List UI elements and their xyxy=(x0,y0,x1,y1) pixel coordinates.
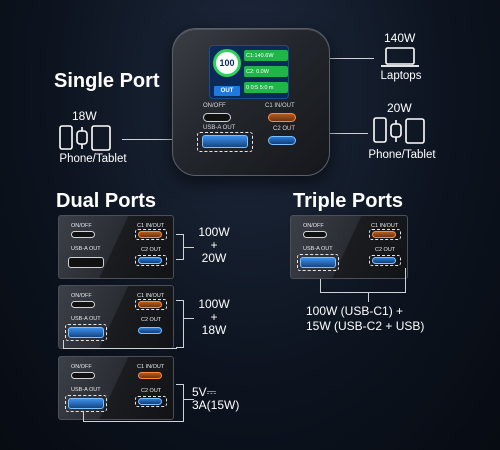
panel-usba-port xyxy=(300,257,336,268)
usba-highlight xyxy=(297,254,339,271)
battery-ring: 100 xyxy=(213,49,241,77)
panel-usba-port xyxy=(68,327,104,338)
c1-highlight xyxy=(135,229,167,240)
on-off-label: ON/OFF xyxy=(203,103,226,109)
single-right-label: Phone/Tablet xyxy=(368,149,436,161)
connector-line xyxy=(184,247,194,249)
stat-c2: C2: 0.0W xyxy=(244,66,288,77)
panel-c1-port xyxy=(138,372,162,379)
dual-row-2-value: 100W + 18W xyxy=(198,297,230,337)
connector-line xyxy=(83,421,177,423)
usba-highlight xyxy=(65,324,107,341)
panel-usba-label: USB-A OUT xyxy=(71,387,101,393)
connector-line xyxy=(320,292,406,294)
panel-on-off-label: ON/OFF xyxy=(303,223,324,229)
panel-c1-label: C1 IN/OUT xyxy=(137,223,165,229)
c2-highlight xyxy=(369,255,401,266)
dual-panel-1: ON/OFF C1 IN/OUT USB-A OUT C2 OUT xyxy=(58,215,174,279)
panel-c2-label: C2 OUT xyxy=(141,247,162,253)
single-top-right-label: Laptops xyxy=(380,70,422,82)
laptop-icon xyxy=(381,47,419,67)
panel-c2-label: C2 OUT xyxy=(375,247,396,253)
stat-time: 0 0:5 5:0 m xyxy=(244,82,288,93)
dual-panel-2: ON/OFF C1 IN/OUT USB-A OUT C2 OUT xyxy=(58,285,174,349)
phone-watch-tablet-icon xyxy=(373,117,425,144)
single-top-right-watts: 140W xyxy=(384,31,416,45)
panel-usba-port xyxy=(68,398,104,409)
connector-line xyxy=(320,279,322,292)
c1-highlight xyxy=(369,229,401,240)
panel-c1-port xyxy=(138,301,162,308)
usba-highlight xyxy=(197,132,253,152)
connector-line xyxy=(83,411,85,421)
connector-line xyxy=(184,318,194,320)
bracket xyxy=(176,234,184,260)
panel-c1-label: C1 IN/OUT xyxy=(371,223,399,229)
panel-c2-port xyxy=(138,327,162,334)
connector-line xyxy=(63,340,65,348)
single-right-watts: 20W xyxy=(387,101,412,115)
panel-on-off-port xyxy=(71,301,95,308)
panel-c2-label: C2 OUT xyxy=(141,317,162,323)
c2-highlight xyxy=(135,396,167,407)
c2-label: C2 OUT xyxy=(273,126,296,132)
panel-on-off-label: ON/OFF xyxy=(71,364,92,370)
stat-c1: C1:140.6W xyxy=(244,50,288,61)
dual-row-1-value: 100W + 20W xyxy=(198,225,230,265)
triple-ports-value: 100W (USB-C1) + 15W (USB-C2 + USB) xyxy=(306,304,425,333)
panel-c2-label: C2 OUT xyxy=(141,388,162,394)
c2-port xyxy=(268,136,296,145)
panel-c2-port xyxy=(372,257,396,264)
panel-usba-label: USB-A OUT xyxy=(71,316,101,322)
on-off-port xyxy=(203,113,231,122)
panel-usba-label: USB-A OUT xyxy=(303,246,333,252)
c1-label: C1 IN/OUT xyxy=(265,103,295,109)
panel-on-off-port xyxy=(71,372,95,379)
panel-c1-label: C1 IN/OUT xyxy=(137,293,165,299)
charger-display: 100 OUT C1:140.6W C2: 0.0W 0 0:5 5:0 m xyxy=(209,45,289,99)
c2-highlight xyxy=(135,255,167,266)
usba-label: USB-A OUT xyxy=(203,125,236,131)
out-tag: OUT xyxy=(214,86,240,96)
single-left-label: Phone/Tablet xyxy=(59,153,127,165)
panel-on-off-label: ON/OFF xyxy=(71,293,92,299)
connector-line xyxy=(63,348,177,350)
charger-device: 100 OUT C1:140.6W C2: 0.0W 0 0:5 5:0 m O… xyxy=(172,28,330,176)
panel-on-off-port xyxy=(303,231,327,238)
panel-c1-port xyxy=(372,231,396,238)
c1-port xyxy=(268,113,296,122)
single-port-heading: Single Port xyxy=(54,70,160,92)
dual-ports-heading: Dual Ports xyxy=(56,190,157,212)
c1-highlight xyxy=(135,299,167,310)
connector-line xyxy=(405,268,407,292)
dual-row-3-value: 5V⎓ 3A(15W) xyxy=(192,385,240,412)
dual-panel-3: ON/OFF C1 IN/OUT USB-A OUT C2 OUT xyxy=(58,356,174,420)
usba-port xyxy=(202,135,248,148)
connector-line xyxy=(368,292,370,302)
panel-usba-port xyxy=(68,257,104,268)
connector-line xyxy=(304,58,374,60)
usba-highlight xyxy=(65,395,107,412)
panel-c2-port xyxy=(138,398,162,405)
connector-line xyxy=(184,399,194,401)
panel-on-off-label: ON/OFF xyxy=(71,223,92,229)
phone-watch-tablet-icon xyxy=(59,125,111,151)
bracket xyxy=(176,384,184,422)
panel-on-off-port xyxy=(71,231,95,238)
triple-panel: ON/OFF C1 IN/OUT USB-A OUT C2 OUT xyxy=(290,215,408,279)
single-left-watts: 18W xyxy=(72,109,97,123)
triple-ports-heading: Triple Ports xyxy=(293,190,404,212)
bracket xyxy=(176,300,184,348)
panel-c1-label: C1 IN/OUT xyxy=(137,364,165,370)
panel-usba-label: USB-A OUT xyxy=(71,246,101,252)
panel-c2-port xyxy=(138,257,162,264)
panel-c1-port xyxy=(138,231,162,238)
connector-line xyxy=(300,133,368,135)
connector-line xyxy=(122,139,182,141)
